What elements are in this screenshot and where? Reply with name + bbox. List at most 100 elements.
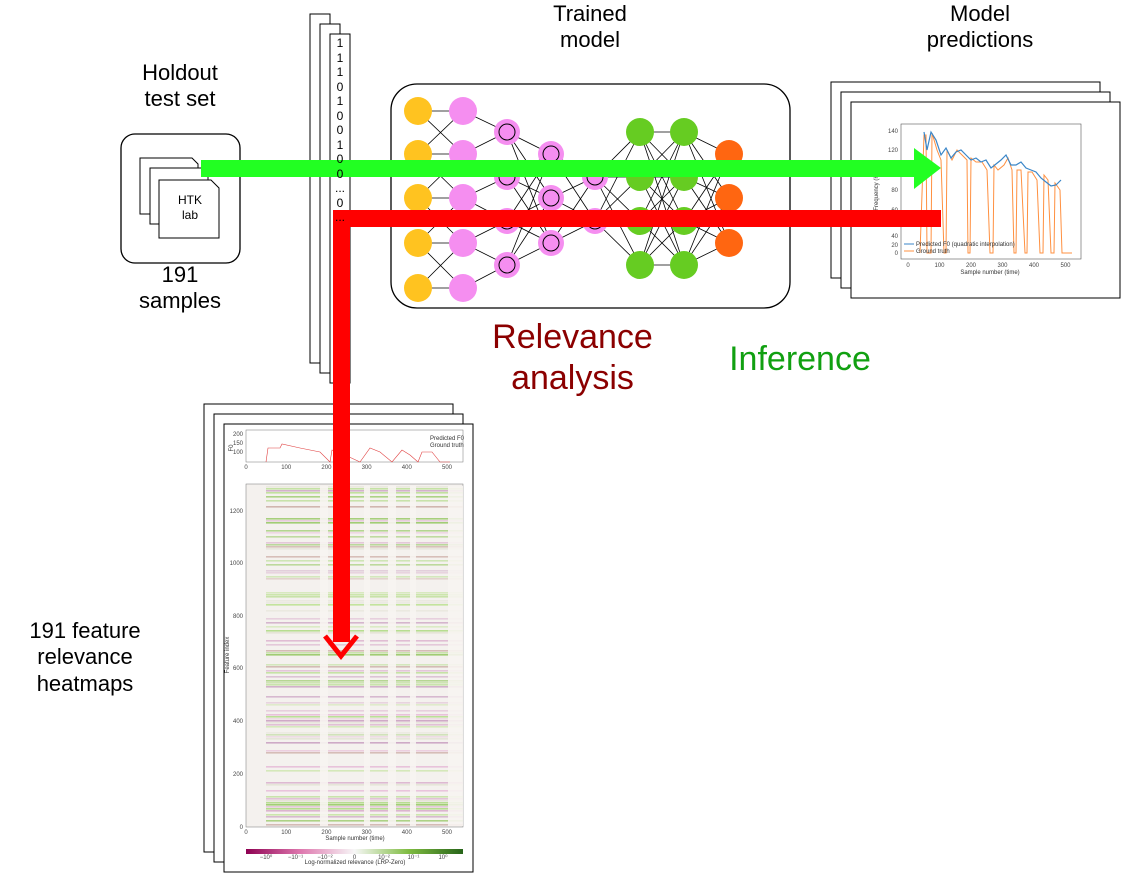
heatmap-xtick: 0 <box>244 830 248 836</box>
heatmap-rows <box>266 486 463 826</box>
model-predictions-label: Model predictions <box>926 1 1034 53</box>
node-ring <box>498 123 516 141</box>
colorbar-label: Log-normalized relevance (LRP-Zero) <box>305 860 406 866</box>
inference-label: Inference <box>729 340 871 378</box>
colorbar-tick: 10⁰ <box>438 854 448 861</box>
prediction-xtick: 500 <box>1060 263 1071 269</box>
colorbar-tick: −10⁻² <box>317 855 332 861</box>
heatmap-ytick: 1000 <box>230 561 244 567</box>
legend-predicted: Predicted F0 (quadratic interpolation) <box>916 242 1015 248</box>
bit-value: 1 <box>336 65 344 79</box>
prediction-ytick: 140 <box>888 129 899 135</box>
heatmap-gap <box>320 486 328 826</box>
network-edge <box>639 131 685 266</box>
heatmap-ytick: 600 <box>233 666 244 672</box>
holdout-label: Holdout test set <box>142 60 218 112</box>
bit-value: ... <box>334 210 345 224</box>
network-node <box>715 184 743 212</box>
prediction-ytick: 40 <box>891 234 898 240</box>
network-node <box>449 274 477 302</box>
heatmap-top-legend-predicted: Predicted F0 <box>430 436 465 442</box>
heatmap-top-legend-truth: Ground truth <box>430 443 464 449</box>
bit-value: 0 <box>336 195 344 210</box>
heatmap-ytick: 800 <box>233 614 244 620</box>
samples-label: 191 samples <box>139 262 221 314</box>
heatmap-top-xtick: 200 <box>321 465 332 471</box>
network-node <box>494 252 520 278</box>
network-node <box>670 251 698 279</box>
prediction-xtick: 400 <box>1029 263 1040 269</box>
bit-value: 1 <box>336 36 344 50</box>
bit-value: 0 <box>336 166 344 181</box>
heatmap-xtick: 300 <box>362 830 373 836</box>
heatmap-plot: 200 150 100 0 100 200 300 400 500 F0 Predicted … <box>225 429 465 866</box>
network-node <box>449 97 477 125</box>
bit-value: 0 <box>336 79 344 94</box>
heatmap-ytick: 0 <box>240 825 244 831</box>
heatmap-top-ytick: 150 <box>233 441 244 447</box>
htk-lab-label: HTK lab <box>178 193 202 222</box>
heatmap-top-ytick: 100 <box>233 450 244 456</box>
prediction-ytick: 20 <box>891 243 898 249</box>
network-node <box>626 118 654 146</box>
heatmap-xlabel: Sample number (time) <box>325 836 384 842</box>
inference-arrow <box>201 148 941 189</box>
prediction-xtick: 0 <box>906 263 910 269</box>
heatmap-top-ylabel: F0 <box>229 444 235 452</box>
bit-value: ... <box>334 181 345 195</box>
heatmap-gap <box>388 486 396 826</box>
prediction-xtick: 300 <box>997 263 1008 269</box>
relevance-arrow <box>323 210 941 661</box>
trained-model-label: Trained model <box>553 1 627 53</box>
network-node <box>538 230 564 256</box>
heatmap-top-ytick: 200 <box>233 432 244 438</box>
heatmap-top-xtick: 300 <box>362 465 373 471</box>
predicted-f0-line <box>923 130 1062 187</box>
heatmap-ytick: 200 <box>233 772 244 778</box>
heatmap-top-xtick: 0 <box>244 465 248 471</box>
network-node <box>494 119 520 145</box>
heatmap-top-xtick: 400 <box>402 465 413 471</box>
prediction-xtick: 100 <box>934 263 945 269</box>
holdout-doc-stack <box>139 157 220 239</box>
heatmap-gap <box>364 486 370 826</box>
colorbar-tick: −10⁻¹ <box>288 855 303 861</box>
network-node <box>715 229 743 257</box>
prediction-ytick: 0 <box>895 251 899 257</box>
network-node <box>626 251 654 279</box>
network-edge <box>506 197 552 266</box>
bit-value: 0 <box>336 152 344 166</box>
heatmap-top-xtick: 500 <box>442 465 453 471</box>
heatmap-xtick: 400 <box>402 830 413 836</box>
node-ring <box>542 234 560 252</box>
network-node <box>404 274 432 302</box>
heatmap-ytick: 1200 <box>230 509 244 515</box>
colorbar-tick: 0 <box>353 855 357 861</box>
network-node <box>670 118 698 146</box>
node-ring <box>542 189 560 207</box>
prediction-ytick: 120 <box>888 148 899 154</box>
bit-value: 1 <box>336 50 344 65</box>
heatmaps-label: 191 feature relevance heatmaps <box>29 618 141 696</box>
colorbar-tick: −10⁰ <box>260 854 273 861</box>
heatmap-xtick: 200 <box>321 830 332 836</box>
node-ring <box>498 256 516 274</box>
network-node <box>404 184 432 212</box>
colorbar-tick: 10⁻¹ <box>408 855 420 861</box>
heatmap-xtick: 500 <box>442 830 453 836</box>
prediction-xlabel: Sample number (time) <box>960 270 1019 276</box>
heatmap-xtick: 100 <box>281 830 292 836</box>
heatmap-f0-line <box>265 443 450 463</box>
heatmap-gap <box>448 486 463 826</box>
prediction-ytick: 80 <box>891 188 898 194</box>
prediction-plot: Predicted F0 (quadratic interpolation) G… <box>874 123 1082 276</box>
heatmap-gap <box>410 486 416 826</box>
network-node <box>538 185 564 211</box>
network-node <box>404 97 432 125</box>
network-node <box>449 184 477 212</box>
bit-value: 0 <box>336 108 344 123</box>
bit-value: 0 <box>336 123 344 137</box>
network-node <box>404 229 432 257</box>
heatmap-ylabel: Feature index <box>225 637 231 674</box>
